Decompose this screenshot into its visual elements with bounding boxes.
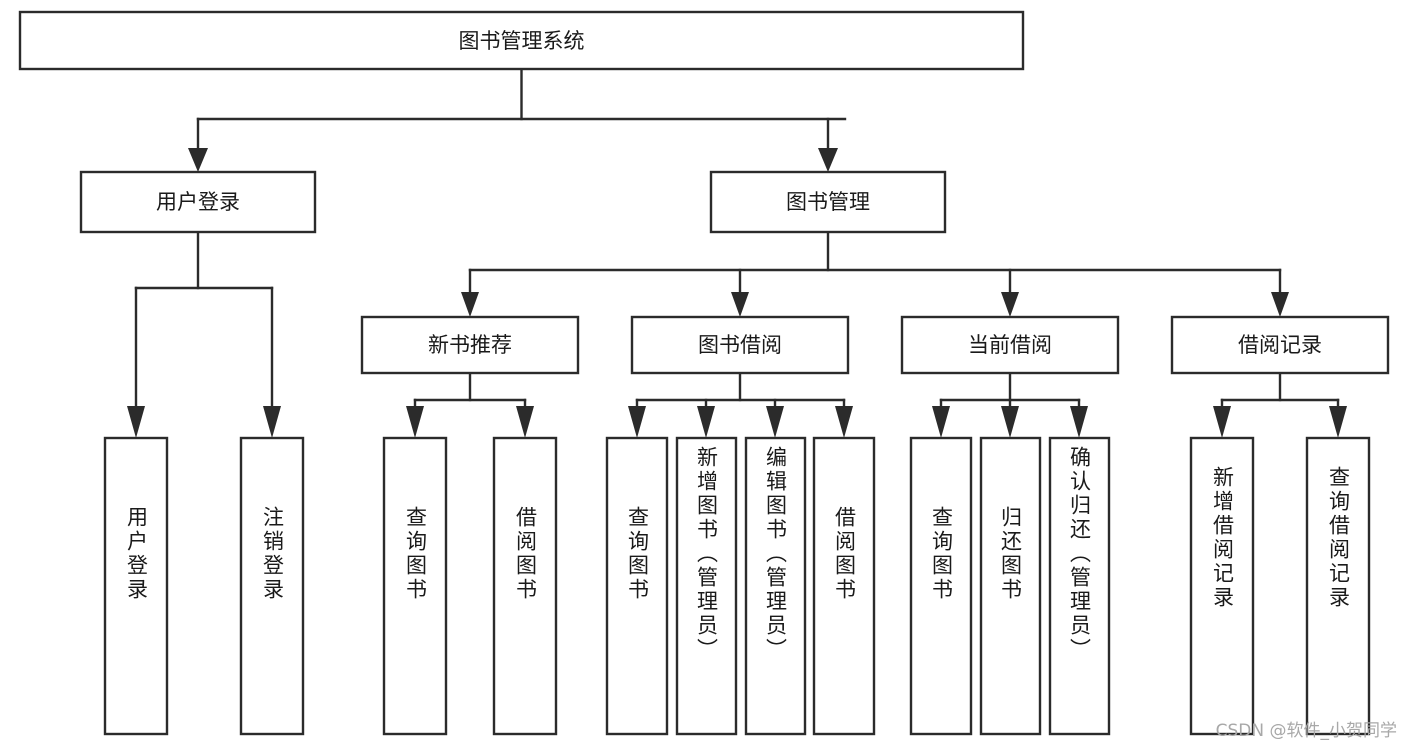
node-leaf-logout-login-label: 注销登录 [260,506,285,602]
node-leaf-borrow-book-1-label: 借阅图书 [513,506,538,602]
arrow-head-leaf-user-login [127,406,145,438]
node-leaf-query-book-3-box[interactable] [909,436,973,736]
node-leaf-borrow-book-1-box[interactable] [492,436,558,736]
node-record-box[interactable] [1170,315,1390,375]
arrow-head-leaf-query-book-2 [628,406,646,438]
node-current-box[interactable] [900,315,1120,375]
arrow-head-bookmgmt [818,148,838,172]
arrow-head-leaf-add-book [697,406,715,438]
node-root-box[interactable] [18,10,1025,71]
node-leaf-query-book-3-label: 查询图书 [929,506,954,602]
arrow-head-leaf-edit-book [766,406,784,438]
node-leaf-query-book-2-label: 查询图书 [625,506,650,602]
node-leaf-add-record-box[interactable] [1189,436,1255,736]
node-leaf-query-record-box[interactable] [1305,436,1371,736]
node-leaf-query-book-2-box[interactable] [605,436,669,736]
arrow-head-leaf-add-record [1213,406,1231,438]
node-current-label: 当前借阅 [968,333,1052,357]
node-borrow-label: 图书借阅 [698,333,782,357]
node-root-label: 图书管理系统 [459,29,585,53]
arrow-head-leaf-borrow-book-2 [835,406,853,438]
node-newbook-label: 新书推荐 [428,333,512,357]
node-leaf-add-book-box[interactable] [675,436,738,736]
node-bookmgmt-box[interactable] [709,170,947,234]
node-leaf-confirm-return-label: 确认归还（管理员） [1067,446,1092,662]
node-leaf-edit-book-box[interactable] [744,436,807,736]
arrow-head-leaf-borrow-book-1 [516,406,534,438]
node-leaf-add-book-label: 新增图书（管理员） [694,446,719,662]
node-record-label: 借阅记录 [1238,333,1322,357]
arrow-head-current [1001,292,1019,317]
arrow-head-leaf-confirm-return [1070,406,1088,438]
arrow-head-newbook [461,292,479,317]
node-newbook-box[interactable] [360,315,580,375]
arrow-head-borrow [731,292,749,317]
arrow-head-leaf-return-book [1001,406,1019,438]
node-leaf-confirm-return-box[interactable] [1048,436,1111,736]
node-leaf-query-book-1-box[interactable] [382,436,448,736]
csdn-watermark: CSDN @软件_小贺同学 [1215,721,1397,741]
arrow-head-leaf-query-book-1 [406,406,424,438]
node-leaf-borrow-book-2-box[interactable] [812,436,876,736]
node-borrow-box[interactable] [630,315,850,375]
node-leaf-user-login-label: 用户登录 [124,506,149,602]
node-leaf-return-book-label: 归还图书 [998,506,1023,602]
arrow-head-login [188,148,208,172]
node-leaf-edit-book-label: 编辑图书（管理员） [763,446,788,662]
node-bookmgmt-label: 图书管理 [786,190,870,214]
arrow-head-leaf-logout-login [263,406,281,438]
node-login-box[interactable] [79,170,317,234]
arrow-head-leaf-query-record [1329,406,1347,438]
arrowhead-layer [127,148,1347,438]
node-leaf-query-book-1-label: 查询图书 [403,506,428,602]
horizontal-label-layer: 图书管理系统 用户登录 图书管理 新书推荐 图书借阅 当前借阅 借阅记录 [156,29,1322,357]
node-leaf-logout-login-box[interactable] [239,436,305,736]
arrow-head-leaf-query-book-3 [932,406,950,438]
arrow-head-record [1271,292,1289,317]
node-leaf-borrow-book-2-label: 借阅图书 [832,506,857,602]
node-leaf-return-book-box[interactable] [979,436,1042,736]
node-leaf-query-record-label: 查询借阅记录 [1326,466,1351,610]
node-leaf-add-record-label: 新增借阅记录 [1210,466,1235,610]
node-login-label: 用户登录 [156,190,240,214]
node-leaf-user-login-box[interactable] [103,436,169,736]
node-layer [18,10,1390,736]
